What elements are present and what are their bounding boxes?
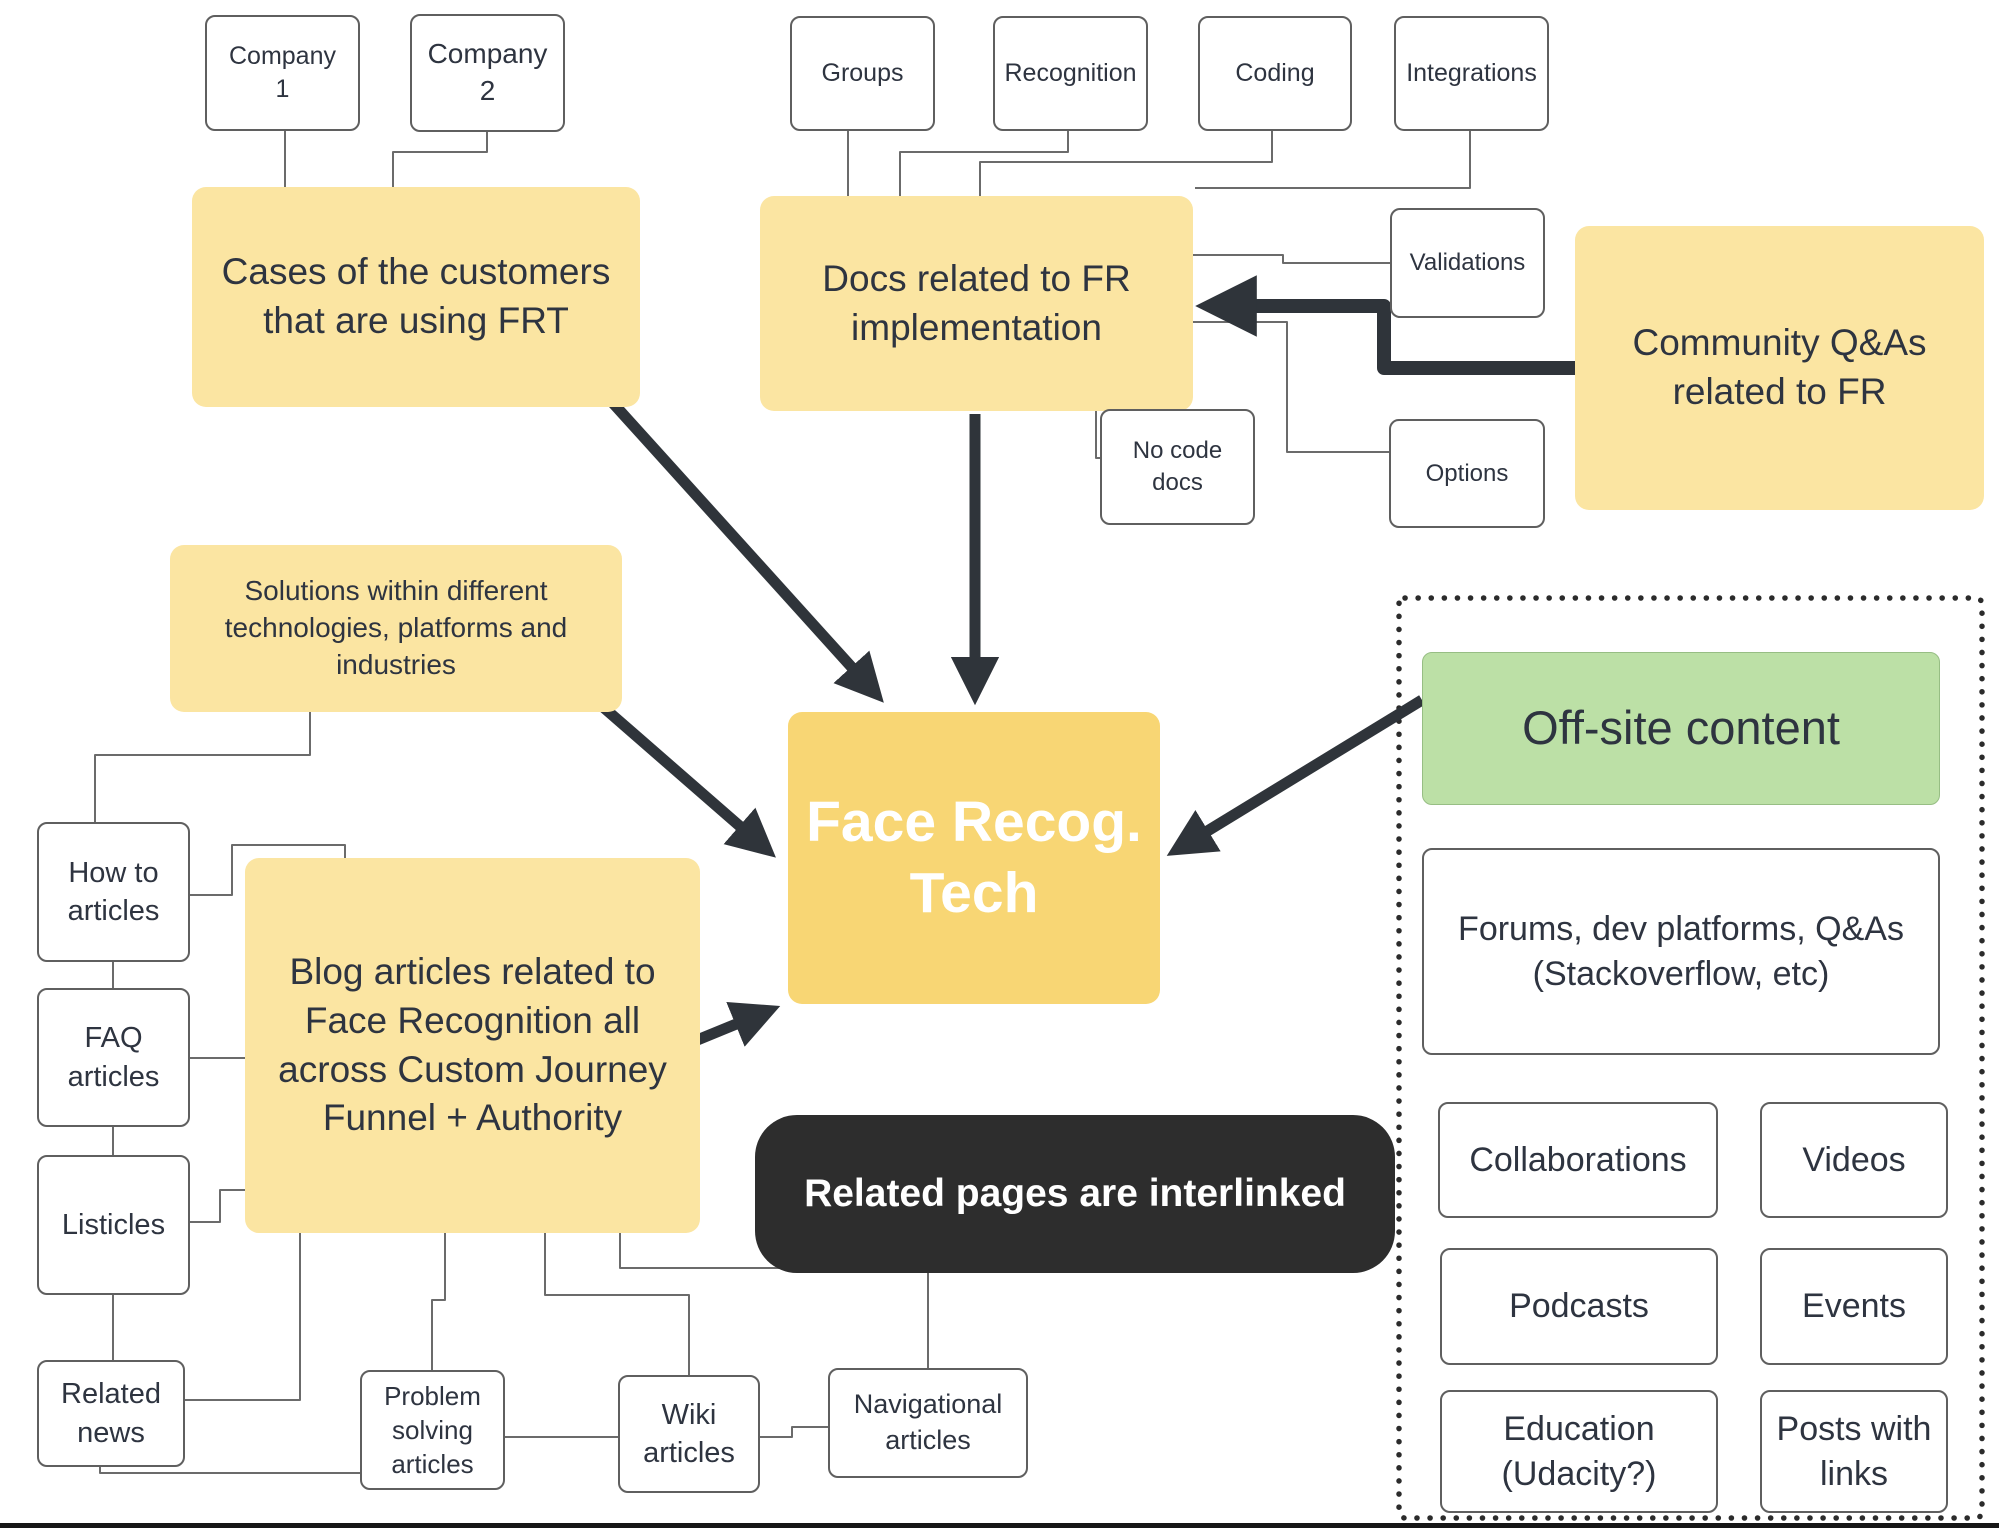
node-company-1[interactable]: Company 1: [205, 15, 360, 131]
node-collaborations[interactable]: Collaborations: [1438, 1102, 1718, 1218]
node-interlinked-note[interactable]: Related pages are interlinked: [755, 1115, 1395, 1273]
node-coding[interactable]: Coding: [1198, 16, 1352, 131]
link-company2-cases: [392, 132, 488, 187]
node-face-recog-tech[interactable]: Face Recog. Tech: [788, 712, 1160, 1004]
node-validations[interactable]: Validations: [1390, 208, 1545, 318]
node-fr-docs[interactable]: Docs related to FR implementation: [760, 196, 1193, 411]
node-no-code-docs[interactable]: No code docs: [1100, 409, 1255, 525]
link-blog-wiki: [544, 1233, 690, 1375]
link-relatednews-blog: [185, 1233, 301, 1401]
link-relatednews-problem: [99, 1467, 360, 1474]
node-wiki-articles[interactable]: Wiki articles: [618, 1375, 760, 1493]
node-problem-solving-articles[interactable]: Problem solving articles: [360, 1370, 505, 1490]
node-podcasts[interactable]: Podcasts: [1440, 1248, 1718, 1365]
node-groups[interactable]: Groups: [790, 16, 935, 131]
node-related-news[interactable]: Related news: [37, 1360, 185, 1467]
node-education-udacity[interactable]: Education (Udacity?): [1440, 1390, 1718, 1513]
bottom-divider-line: [0, 1523, 1999, 1528]
link-recognition-docs: [899, 131, 1069, 196]
node-community-qas[interactable]: Community Q&As related to FR: [1575, 226, 1984, 510]
node-integrations[interactable]: Integrations: [1394, 16, 1549, 131]
node-navigational-articles[interactable]: Navigational articles: [828, 1368, 1028, 1478]
arrow-solutions-to-face: [591, 695, 776, 858]
node-recognition[interactable]: Recognition: [993, 16, 1148, 131]
node-forums-dev-platforms[interactable]: Forums, dev platforms, Q&As (Stackoverfl…: [1422, 848, 1940, 1055]
link-listicles-blog: [190, 1189, 245, 1223]
node-listicles[interactable]: Listicles: [37, 1155, 190, 1295]
link-integrations-docs: [1195, 131, 1471, 189]
arrow-offsite-to-face: [1166, 695, 1425, 856]
node-offsite-content[interactable]: Off-site content: [1422, 652, 1940, 805]
link-docs-validations: [1193, 254, 1390, 264]
node-blog-articles[interactable]: Blog articles related to Face Recognitio…: [245, 858, 700, 1233]
node-company-2[interactable]: Company 2: [410, 14, 565, 132]
node-solutions[interactable]: Solutions within different technologies,…: [170, 545, 622, 712]
arrow-cases-to-face: [607, 398, 884, 703]
node-options[interactable]: Options: [1389, 419, 1545, 528]
node-posts-with-links[interactable]: Posts with links: [1760, 1390, 1948, 1513]
node-how-to-articles[interactable]: How to articles: [37, 822, 190, 962]
node-customer-cases[interactable]: Cases of the customers that are using FR…: [192, 187, 640, 407]
arrow-blog-to-face: [687, 1001, 781, 1049]
link-wiki-navigational: [760, 1426, 828, 1438]
link-coding-docs: [979, 131, 1273, 196]
node-events[interactable]: Events: [1760, 1248, 1948, 1365]
link-solutions-howto: [94, 712, 311, 822]
node-faq-articles[interactable]: FAQ articles: [37, 988, 190, 1127]
node-videos[interactable]: Videos: [1760, 1102, 1948, 1218]
link-blog-problem: [431, 1233, 446, 1370]
